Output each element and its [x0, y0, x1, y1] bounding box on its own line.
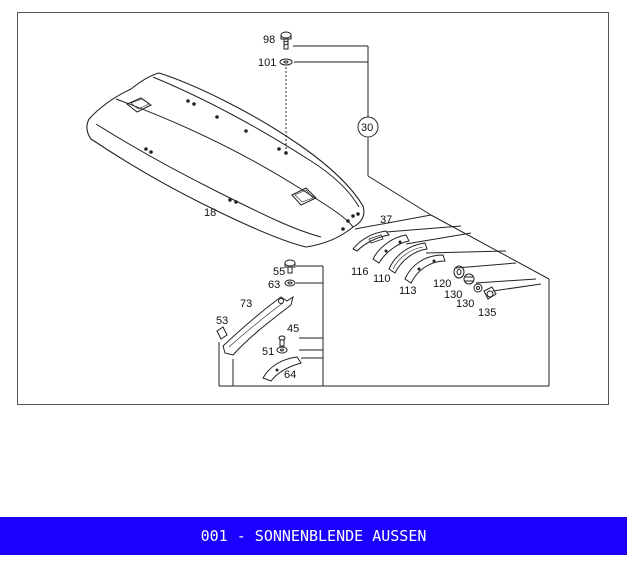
diagram-title: 001 - SONNENBLENDE AUSSEN	[200, 527, 427, 545]
hardware-parts	[453, 265, 497, 300]
group-30-bracket	[219, 45, 550, 387]
pin-45	[278, 335, 286, 347]
parts-diagram-frame: 98 101 30 18 37 116 110 113 120 130 130 …	[17, 12, 609, 405]
callout-53: 53	[216, 315, 228, 327]
arm-73	[222, 295, 294, 356]
callout-18: 18	[204, 207, 216, 219]
exploded-parts-diagram: 98 101 30 18 37 116 110 113 120 130 130 …	[86, 31, 550, 387]
callout-30: 30	[361, 122, 373, 134]
callout-130b: 130	[456, 298, 474, 310]
callout-101: 101	[258, 57, 276, 69]
callout-98: 98	[263, 34, 275, 46]
screw-55	[284, 259, 296, 274]
plate-64	[262, 356, 302, 382]
washer-63	[284, 279, 296, 287]
callout-55: 55	[273, 266, 285, 278]
washer-101	[279, 58, 293, 66]
callout-37: 37	[380, 214, 392, 226]
callout-63: 63	[268, 279, 280, 291]
callout-51: 51	[262, 346, 274, 358]
callout-120: 120	[433, 278, 451, 290]
title-bar: 001 - SONNENBLENDE AUSSEN	[0, 517, 627, 555]
callout-135: 135	[478, 307, 496, 319]
seal-parts	[352, 230, 446, 284]
washer-51	[276, 346, 288, 354]
callout-45: 45	[287, 323, 299, 335]
callout-130a: 130	[444, 289, 462, 301]
callout-113: 113	[399, 285, 417, 297]
callout-116: 116	[351, 266, 369, 278]
screw-98	[280, 31, 292, 50]
callout-73: 73	[240, 298, 252, 310]
callout-110: 110	[373, 273, 391, 285]
callout-64: 64	[284, 369, 296, 381]
sun-visor-body	[86, 72, 365, 248]
lower-bracket-group	[218, 265, 324, 386]
clip-53	[216, 326, 228, 340]
callout-labels: 98 101 30 18 37 116 110 113 120 130 130 …	[204, 34, 496, 381]
